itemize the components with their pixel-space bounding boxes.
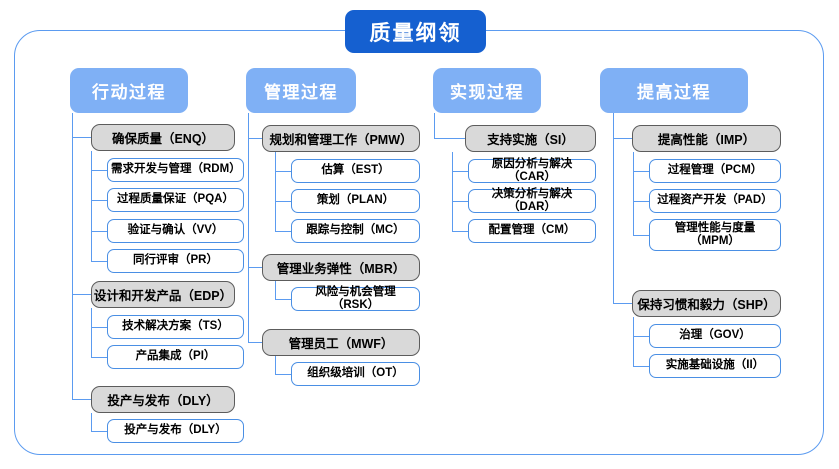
leaf-box-gov[interactable]: 治理（GOV）: [649, 324, 781, 348]
subtrunk-col4-group2: [633, 317, 635, 366]
stub-col1-group1: [72, 137, 92, 139]
group-box-si[interactable]: 支持实施（SI）: [465, 125, 596, 152]
stub-plan: [275, 201, 292, 203]
stub-pr: [91, 261, 108, 263]
leaf-box-ii[interactable]: 实施基础设施（II）: [649, 354, 781, 378]
stub-col4-group1: [613, 138, 633, 140]
group-box-mbr[interactable]: 管理业务弹性（MBR）: [262, 254, 420, 281]
subtrunk-col1-group2: [91, 308, 93, 357]
trunk-line-col4: [613, 113, 615, 304]
leaf-box-pr[interactable]: 同行评审（PR）: [107, 249, 244, 273]
leaf-box-rsk[interactable]: 风险与机会管理（RSK）: [291, 286, 420, 311]
stub-ii: [633, 366, 650, 368]
leaf-box-pi[interactable]: 产品集成（PI）: [107, 345, 244, 369]
trunk-line-col1: [72, 113, 74, 400]
leaf-box-ts[interactable]: 技术解决方案（TS）: [107, 315, 244, 339]
trunk-line-col2: [248, 113, 250, 343]
subtrunk-col2-group2: [275, 281, 277, 300]
leaf-box-pcm[interactable]: 过程管理（PCM）: [649, 159, 781, 183]
subtrunk-col1-group1: [91, 151, 93, 261]
leaf-box-est[interactable]: 估算（EST）: [291, 159, 420, 183]
subtrunk-col2-group1: [275, 152, 277, 232]
column-header-management-process[interactable]: 管理过程: [246, 68, 356, 113]
stub-col2-group2: [248, 267, 263, 269]
stub-mpm: [633, 235, 650, 237]
column-header-action-process[interactable]: 行动过程: [70, 68, 188, 113]
group-box-mwf[interactable]: 管理员工（MWF）: [262, 329, 420, 356]
leaf-box-rdm[interactable]: 需求开发与管理（RDM）: [107, 158, 244, 182]
stub-pcm: [633, 171, 650, 173]
group-box-edp[interactable]: 设计和开发产品（EDP）: [91, 281, 235, 308]
leaf-box-mpm[interactable]: 管理性能与度量（MPM）: [649, 219, 781, 251]
group-box-dly[interactable]: 投产与发布（DLY）: [91, 386, 235, 413]
stub-rdm: [91, 170, 108, 172]
leaf-box-mc[interactable]: 跟踪与控制（MC）: [291, 219, 420, 243]
stub-col4-group2: [613, 303, 633, 305]
stub-col2-group1: [248, 138, 263, 140]
column-header-realization-process[interactable]: 实现过程: [433, 68, 541, 113]
subtrunk-col3-group1: [452, 152, 454, 232]
group-box-pmw[interactable]: 规划和管理工作（PMW）: [262, 125, 420, 152]
stub-gov: [633, 336, 650, 338]
leaf-box-ot[interactable]: 组织级培训（OT）: [291, 362, 420, 386]
stub-dly-child: [91, 431, 108, 433]
leaf-box-car[interactable]: 原因分析与解决（CAR）: [468, 158, 596, 183]
leaf-box-dar[interactable]: 决策分析与解决（DAR）: [468, 188, 596, 213]
leaf-box-cm[interactable]: 配置管理（CM）: [468, 219, 596, 243]
stub-pqa: [91, 200, 108, 202]
stub-ot: [275, 374, 292, 376]
leaf-box-pqa[interactable]: 过程质量保证（PQA）: [107, 188, 244, 212]
stub-est: [275, 171, 292, 173]
stub-cm: [452, 231, 469, 233]
stub-col1-group3: [72, 399, 92, 401]
column-header-improvement-process[interactable]: 提高过程: [600, 68, 748, 113]
stub-pi: [91, 357, 108, 359]
stub-car: [452, 171, 469, 173]
leaf-box-plan[interactable]: 策划（PLAN）: [291, 189, 420, 213]
diagram-title: 质量纲领: [345, 10, 486, 53]
stub-ts: [91, 327, 108, 329]
stub-col3-group1: [434, 138, 466, 140]
subtrunk-col2-group3: [275, 356, 277, 375]
stub-col1-group2: [72, 294, 92, 296]
stub-vv: [91, 231, 108, 233]
stub-rsk: [275, 299, 292, 301]
subtrunk-col1-group3: [91, 413, 93, 432]
group-box-shp[interactable]: 保持习惯和毅力（SHP）: [632, 290, 781, 317]
stub-col2-group3: [248, 342, 263, 344]
stub-mc: [275, 231, 292, 233]
group-box-imp[interactable]: 提高性能（IMP）: [632, 125, 781, 152]
subtrunk-col4-group1: [633, 152, 635, 236]
stub-dar: [452, 201, 469, 203]
group-box-enq[interactable]: 确保质量（ENQ）: [91, 124, 235, 151]
trunk-line-col3: [434, 113, 436, 139]
leaf-box-vv[interactable]: 验证与确认（VV）: [107, 219, 244, 243]
stub-pad: [633, 201, 650, 203]
leaf-box-dly-child[interactable]: 投产与发布（DLY）: [107, 419, 244, 443]
leaf-box-pad[interactable]: 过程资产开发（PAD）: [649, 189, 781, 213]
